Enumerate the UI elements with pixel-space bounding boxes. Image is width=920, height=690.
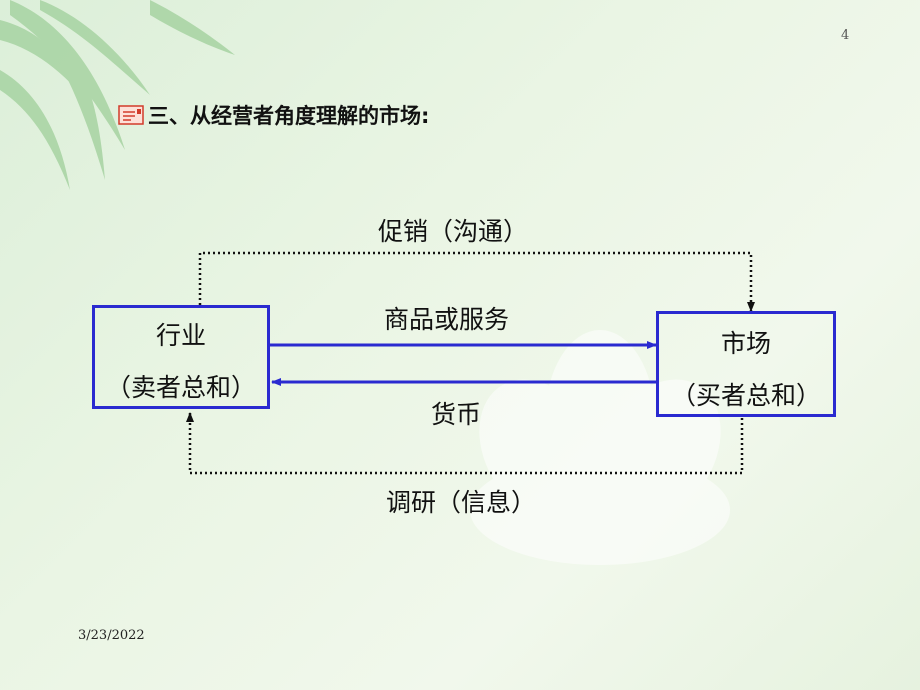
industry-title: 行业	[155, 321, 206, 350]
willow-leaves-decoration	[0, 0, 235, 190]
market-subtitle: （买者总和）	[670, 381, 821, 410]
bottom-label: 调研（信息）	[386, 488, 537, 517]
slide-date: 3/23/2022	[78, 628, 145, 643]
lotus-flower-decoration	[470, 330, 730, 565]
promotion-dotted-path	[198, 251, 755, 312]
top-label: 促销（沟通）	[378, 217, 529, 246]
envelope-bullet-icon	[118, 105, 144, 125]
market-title: 市场	[720, 329, 771, 358]
slide-number: 4	[841, 28, 850, 43]
section-heading: 三、从经营者角度理解的市场:	[118, 100, 429, 130]
heading-text: 三、从经营者角度理解的市场:	[148, 104, 430, 128]
market-box: 市场 （买者总和）	[656, 311, 836, 417]
research-dotted-path	[186, 412, 744, 475]
upper-arrow-label: 商品或服务	[384, 305, 510, 334]
industry-subtitle: （卖者总和）	[105, 373, 256, 402]
lower-arrow-label: 货币	[431, 400, 482, 429]
industry-box: 行业 （卖者总和）	[92, 305, 270, 409]
